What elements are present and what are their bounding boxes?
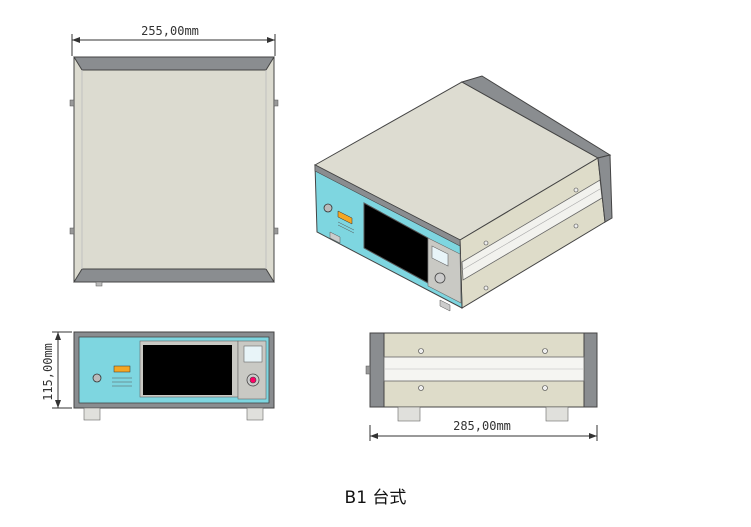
foot [545,406,569,422]
front-warning-label-icon [113,365,131,373]
top-view: 255,00mm [69,24,279,287]
height-dimension-label: 115,00mm [41,343,55,401]
side-view: 285,00mm [365,332,598,441]
foot [83,407,101,421]
iso-warning-label-icon [337,210,353,225]
top-end-cap [73,56,275,71]
isometric-view [313,75,613,312]
depth-dimension-label: 285,00mm [453,419,511,433]
side-left-cap [369,332,385,408]
iso-connector-icon [323,203,333,213]
width-dimension-label: 255,00mm [141,24,199,38]
figure-caption: B1 台式 [344,488,407,508]
front-connector-icon [92,373,102,383]
front-screen [143,345,232,395]
side-right-cap [583,332,598,408]
foot [397,406,421,422]
top-panel [73,56,275,283]
foot [246,407,264,421]
bottom-end-cap [73,268,275,283]
front-view: 115,00mm [41,331,275,421]
